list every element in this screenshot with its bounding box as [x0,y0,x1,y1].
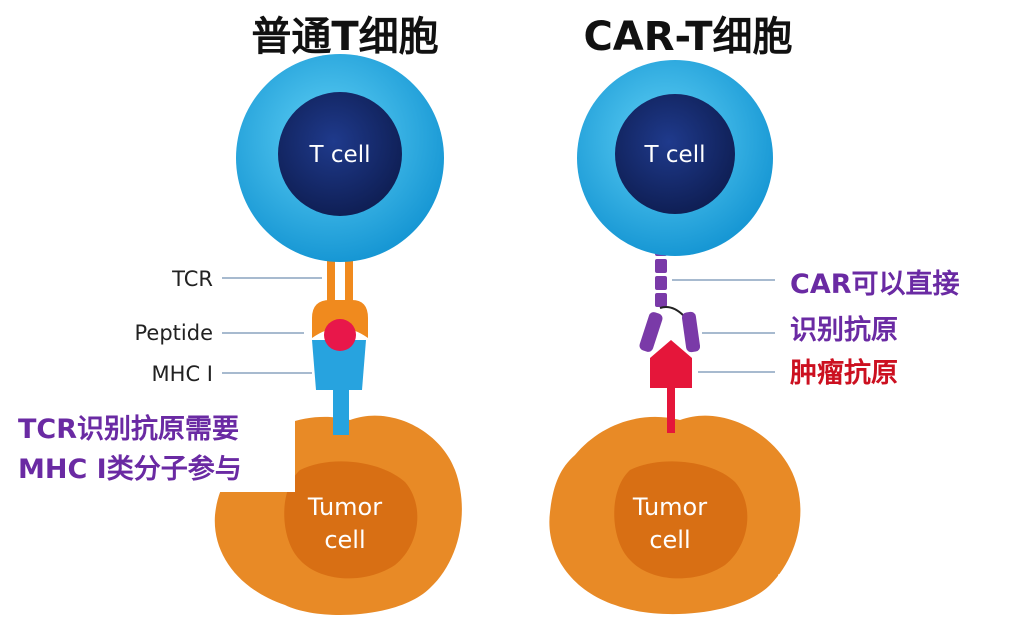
right-note-line3: 肿瘤抗原 [790,357,898,389]
right-antigen-stem [667,385,675,433]
left-note-box [10,402,295,492]
left-mhc-molecule [312,340,366,390]
right-panel: Tumor cell T cell CAR可以直接 识别抗原 肿瘤抗原 [549,60,960,615]
left-tcr-strand-a [327,240,335,302]
left-peptide [324,319,356,351]
right-tumor-label-line1: Tumor [632,493,707,521]
right-car-scfv-left [639,312,663,352]
right-car-segment-2 [655,259,667,273]
left-tcr-strand-b [345,240,353,302]
left-mhc-stem [333,390,349,435]
right-tumor-core [614,461,748,579]
left-tumor-core [284,461,418,579]
watermark: 知乎 @肖恩记药 [775,574,936,599]
label-mhc: MHC I [152,362,213,386]
left-tumor-label-line1: Tumor [307,493,382,521]
right-note-line1: CAR可以直接 [790,269,960,300]
left-t-cell-nucleus [278,92,402,216]
right-t-cell-label: T cell [644,142,706,168]
left-note-line1: TCR识别抗原需要 [18,413,239,445]
label-tcr: TCR [171,267,213,291]
right-car-segment-3 [655,276,667,290]
right-tumor-antigen [650,340,692,388]
label-peptide: Peptide [135,321,213,345]
left-panel: Tumor cell T cell TCR Peptide MHC I TCR识… [10,54,462,616]
right-t-cell-nucleus [615,94,735,214]
right-car-segment-4 [655,293,667,307]
left-t-cell-label: T cell [309,142,371,168]
right-tumor-label-line2: cell [649,526,690,554]
right-car-scfv-right [681,311,701,353]
title-normal-t-cell: 普通T细胞 [251,14,438,60]
left-tumor-label-line2: cell [324,526,365,554]
right-car-hinge [659,306,685,317]
title-car-t-cell: CAR-T细胞 [583,14,792,60]
left-note-line2: MHC I类分子参与 [18,453,242,485]
right-note-line2: 识别抗原 [790,314,898,346]
